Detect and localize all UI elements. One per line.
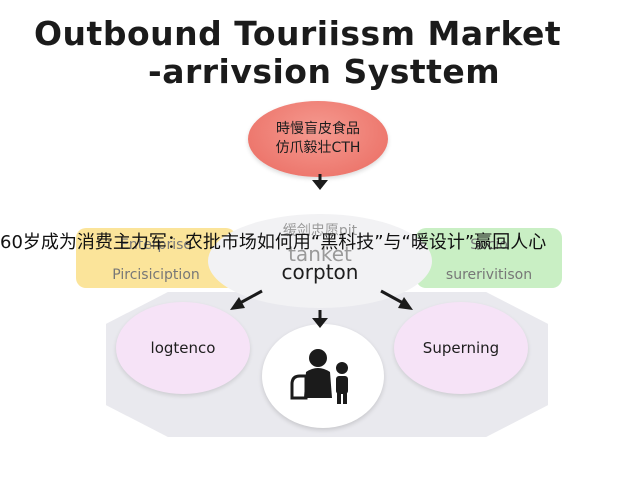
- left-node-label: logtenco: [150, 339, 216, 357]
- top-node-line1: 時慢盲皮食品: [276, 121, 360, 137]
- diagram-title-line1: Outbound Touriissm Market: [34, 14, 562, 53]
- socio-box-line1: Socio: [470, 237, 508, 253]
- socio-box: Socio surerivitison: [416, 228, 562, 288]
- enterprise-box-line2: Pircisiciption: [112, 267, 200, 283]
- arrow-right-down-icon: [380, 289, 413, 310]
- arrow-center-down-icon: [312, 310, 328, 328]
- top-node-line2: 仿爪毅壮CTH: [275, 140, 361, 156]
- diagram-title-line2: -arrivsion Systtem: [148, 52, 501, 91]
- people-node: [262, 324, 384, 428]
- overlay-banner: 60岁成为消费主力军：农批市场如何用“黑科技”与“暖设计”赢回人心: [0, 232, 547, 253]
- center-node-line2: tanket: [288, 242, 352, 266]
- right-node-label: Superning: [422, 339, 500, 357]
- top-node: 時慢盲皮食品 仿爪毅壮CTH: [248, 101, 388, 177]
- enterprise-box-line1: Enterprise: [119, 237, 193, 253]
- arrow-down-icon: [312, 174, 328, 190]
- arrow-left-down-icon: [230, 289, 263, 310]
- left-node: logtenco: [116, 302, 250, 394]
- center-node-line3: corpton: [281, 260, 359, 284]
- people-icon: [290, 349, 348, 404]
- center-node-line1: 缓剑忠愿pit: [282, 223, 358, 239]
- right-node: Superning: [394, 302, 528, 394]
- center-node: [208, 214, 432, 308]
- socio-box-line2: surerivitison: [445, 267, 533, 283]
